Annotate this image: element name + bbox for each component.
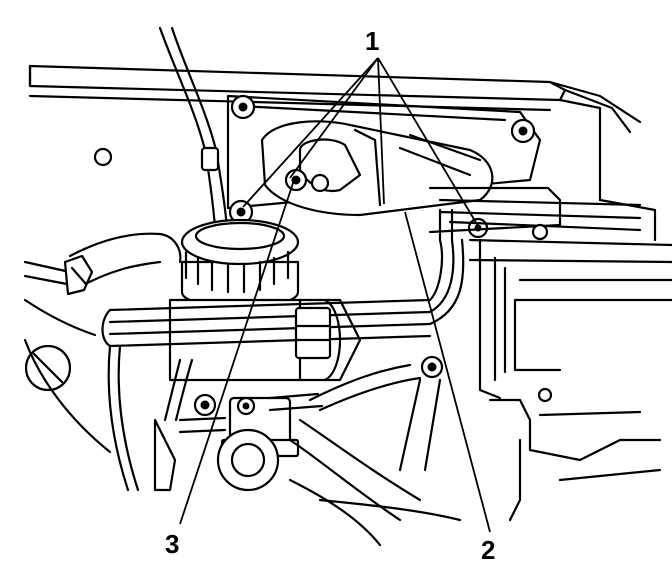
- right-bracket: [428, 186, 672, 400]
- cowl-ledge: [28, 64, 642, 134]
- booster-mount-plate: [226, 94, 542, 210]
- panel-hole: [93, 147, 113, 167]
- callout-2-leader: [404, 211, 491, 533]
- left-hose: [23, 232, 182, 296]
- lower-right-panel: [488, 387, 662, 522]
- left-fender: [23, 298, 112, 454]
- callout-label-2: 2: [481, 535, 496, 565]
- callout-3-leader: [179, 179, 295, 525]
- brake-booster: [260, 120, 494, 217]
- combination-valve: [178, 392, 324, 492]
- line-clamp: [294, 306, 332, 360]
- callout-label-1: 1: [365, 26, 380, 56]
- firewall-panel: [558, 98, 657, 242]
- callout-1-leaders: [242, 57, 479, 227]
- wiring-harness: [158, 26, 230, 242]
- callout-label-3: 3: [165, 529, 180, 559]
- master-cylinder-reservoir: [180, 218, 300, 308]
- brake-lines: [101, 208, 465, 492]
- lower-lines: [288, 363, 462, 547]
- frame-bolt: [398, 355, 444, 472]
